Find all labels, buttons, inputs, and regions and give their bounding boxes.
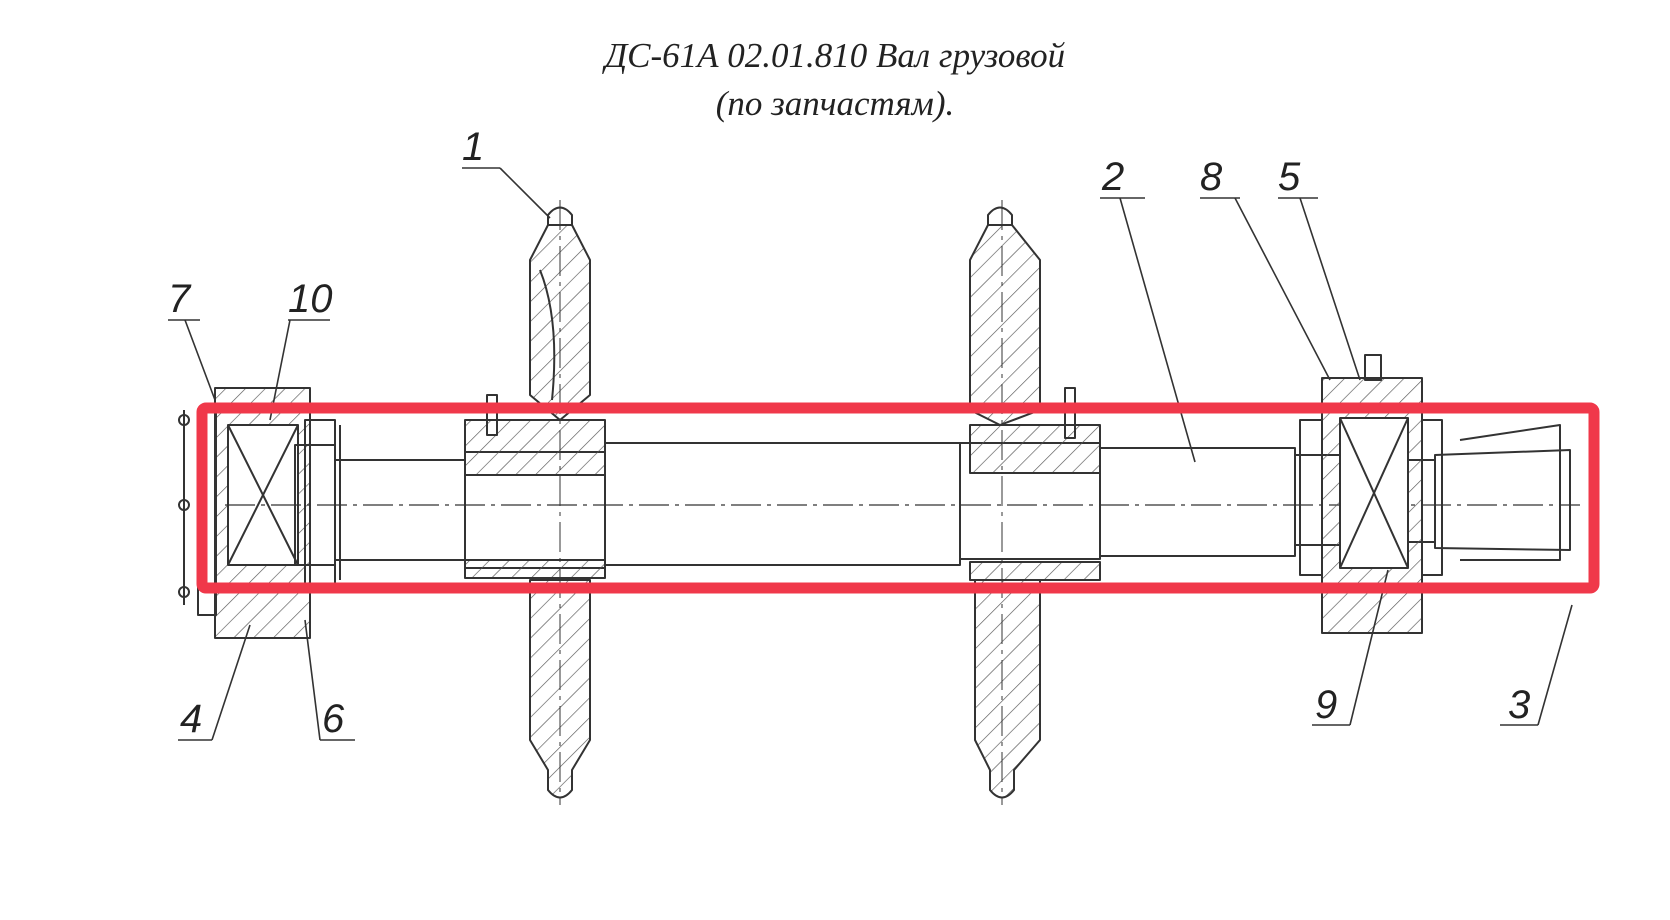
drawing-title: ДС-61А 02.01.810 Вал грузовой [604,36,1066,75]
callout-10: 10 [288,277,333,321]
callout-6: 6 [322,697,345,741]
callout-7: 7 [168,277,192,321]
callout-1: 1 [462,125,484,169]
sprocket-left [464,200,606,805]
callout-4: 4 [180,697,202,741]
highlight-box [196,402,1600,594]
drawing-subtitle: (по запчастям). [715,84,955,123]
callout-2: 2 [1101,155,1124,199]
sprocket-right [969,200,1101,805]
leader-lines [168,167,1573,741]
callout-3: 3 [1508,683,1530,727]
callout-8: 8 [1200,155,1223,199]
callout-5: 5 [1278,155,1301,199]
callout-9: 9 [1315,683,1337,727]
